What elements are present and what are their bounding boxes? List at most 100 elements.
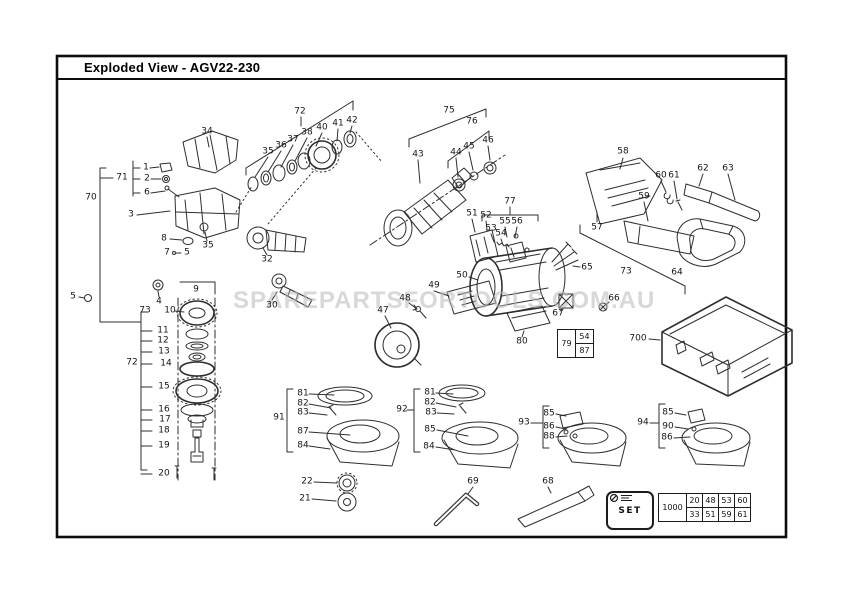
part-label: 77: [504, 196, 516, 207]
spindle-drawing: [246, 226, 307, 256]
part-label: 94: [637, 417, 649, 428]
part-label: 56: [511, 216, 523, 227]
part-label: 67: [552, 308, 564, 319]
part-label: 84: [423, 441, 435, 452]
part-label: 86: [661, 432, 673, 443]
part-label: 58: [617, 146, 629, 157]
part-label: 700: [629, 333, 647, 344]
wrench-drawing: [517, 485, 595, 528]
part-79-top: 54: [575, 329, 594, 344]
part-label: 38: [301, 127, 313, 138]
part-label: 10: [164, 305, 176, 316]
page-title: Exploded View - AGV22-230: [84, 60, 261, 75]
part-label: 85: [662, 407, 674, 418]
part-label: 22: [301, 476, 313, 487]
part-label: 5: [184, 247, 190, 258]
bracket-lines-left: [99, 160, 216, 475]
side-handle-drawing: [271, 273, 313, 308]
part-label: 84: [297, 440, 309, 451]
part-label: 62: [697, 163, 709, 174]
part-label: 68: [542, 476, 554, 487]
part-79-bottom: 87: [575, 343, 594, 358]
part-label: 54: [495, 228, 507, 239]
part-label: 48: [399, 293, 411, 304]
part-label: 11: [157, 325, 169, 336]
part-label: 17: [159, 414, 171, 425]
kit-cell: 53: [718, 493, 735, 508]
guard-94-drawing: [649, 403, 751, 467]
part-label: 36: [275, 140, 287, 151]
kit-cell: 51: [702, 507, 719, 522]
part-label: 71: [116, 172, 128, 183]
kit-qty: 1000: [658, 493, 687, 522]
rear-handle-drawing: [579, 218, 746, 295]
kit-cell: 33: [686, 507, 703, 522]
kit-cell: 20: [686, 493, 703, 508]
part-label: 90: [662, 421, 674, 432]
part-label: 14: [160, 358, 172, 369]
guard-91-drawing: [286, 386, 400, 512]
part-79-box: 79 54 87: [557, 329, 594, 358]
part-label: 73: [620, 266, 632, 277]
carry-case-drawing: [648, 296, 793, 397]
part-label: 46: [482, 135, 494, 146]
part-label: 85: [424, 424, 436, 435]
part-label: 83: [425, 407, 437, 418]
kit-cell: 48: [702, 493, 719, 508]
hex-key-drawing: [433, 486, 480, 527]
part-label: 34: [201, 126, 213, 137]
part-label: 87: [297, 426, 309, 437]
part-label: 15: [158, 381, 170, 392]
armature-drawing: [369, 108, 506, 247]
part-label: 16: [158, 404, 170, 415]
part-label: 63: [722, 163, 734, 174]
part-label: 41: [332, 118, 344, 129]
stator-drawing: [374, 241, 610, 368]
part-label: 47: [377, 305, 389, 316]
part-label: 5: [70, 291, 76, 302]
part-label: 81: [297, 388, 309, 399]
page-frame: [55, 54, 788, 539]
part-label: 76: [466, 116, 478, 127]
part-label: 81: [424, 387, 436, 398]
part-label: 51: [466, 208, 478, 219]
kit-quantity-table: 1000 20 48 53 60 33 51 59 61: [658, 493, 751, 522]
part-label: 91: [273, 412, 285, 423]
part-label: 50: [456, 270, 468, 281]
part-label: 53: [485, 223, 497, 234]
part-label: 73: [139, 305, 151, 316]
switch-drawing: [585, 157, 695, 255]
kit-cell: 61: [734, 507, 751, 522]
part-label: 35: [262, 146, 274, 157]
guard-92-drawing: [406, 384, 519, 469]
part-label: 86: [543, 421, 555, 432]
guard-93-drawing: [530, 405, 627, 467]
part-label: 70: [85, 192, 97, 203]
part-label: 64: [671, 267, 683, 278]
part-label: 52: [480, 210, 492, 221]
part-label: 42: [346, 115, 358, 126]
part-label: 85: [543, 408, 555, 419]
part-label: 65: [581, 262, 593, 273]
part-label: 9: [193, 284, 199, 295]
watermark: SPAREPARTSFORTOOLS.COM.AU: [233, 287, 656, 314]
part-label: 66: [608, 293, 620, 304]
part-label: 60: [655, 170, 667, 181]
part-label: 35: [202, 240, 214, 251]
part-label: 82: [297, 398, 309, 409]
part-label: 40: [316, 122, 328, 133]
part-label: 57: [591, 222, 603, 233]
part-label: 72: [294, 106, 306, 117]
part-label: 43: [412, 149, 424, 160]
part-label: 1: [143, 162, 149, 173]
gear-train-drawing: [235, 100, 383, 225]
part-label: 49: [428, 280, 440, 291]
gearcase-housing-drawing: [78, 130, 241, 302]
part-label: 69: [467, 476, 479, 487]
part-label: 19: [158, 440, 170, 451]
part-label: 72: [126, 357, 138, 368]
part-label: 75: [443, 105, 455, 116]
part-label: 13: [158, 346, 170, 357]
